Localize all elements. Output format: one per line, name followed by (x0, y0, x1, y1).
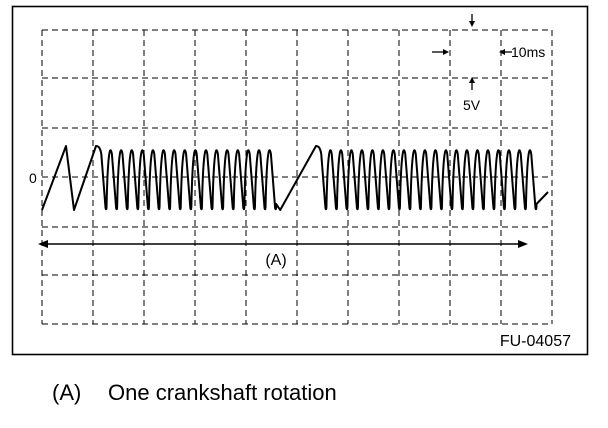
time-scale-annotation (432, 49, 512, 55)
rotation-span-arrow (38, 240, 528, 248)
rotation-span-label: (A) (265, 252, 286, 269)
zero-level-label: 0 (29, 170, 37, 186)
figure-id: FU-04057 (500, 333, 571, 350)
oscilloscope-grid (41, 29, 553, 325)
span-label-backing (258, 248, 294, 268)
oscilloscope-frame (11, 5, 589, 356)
time-scale-label: 10ms (511, 44, 545, 60)
caption-text: One crankshaft rotation (108, 380, 337, 405)
voltage-scale-annotation (469, 14, 475, 90)
caption-key: (A) (52, 380, 82, 405)
voltage-scale-label: 5V (463, 97, 481, 113)
crank-sensor-waveform (41, 145, 549, 211)
